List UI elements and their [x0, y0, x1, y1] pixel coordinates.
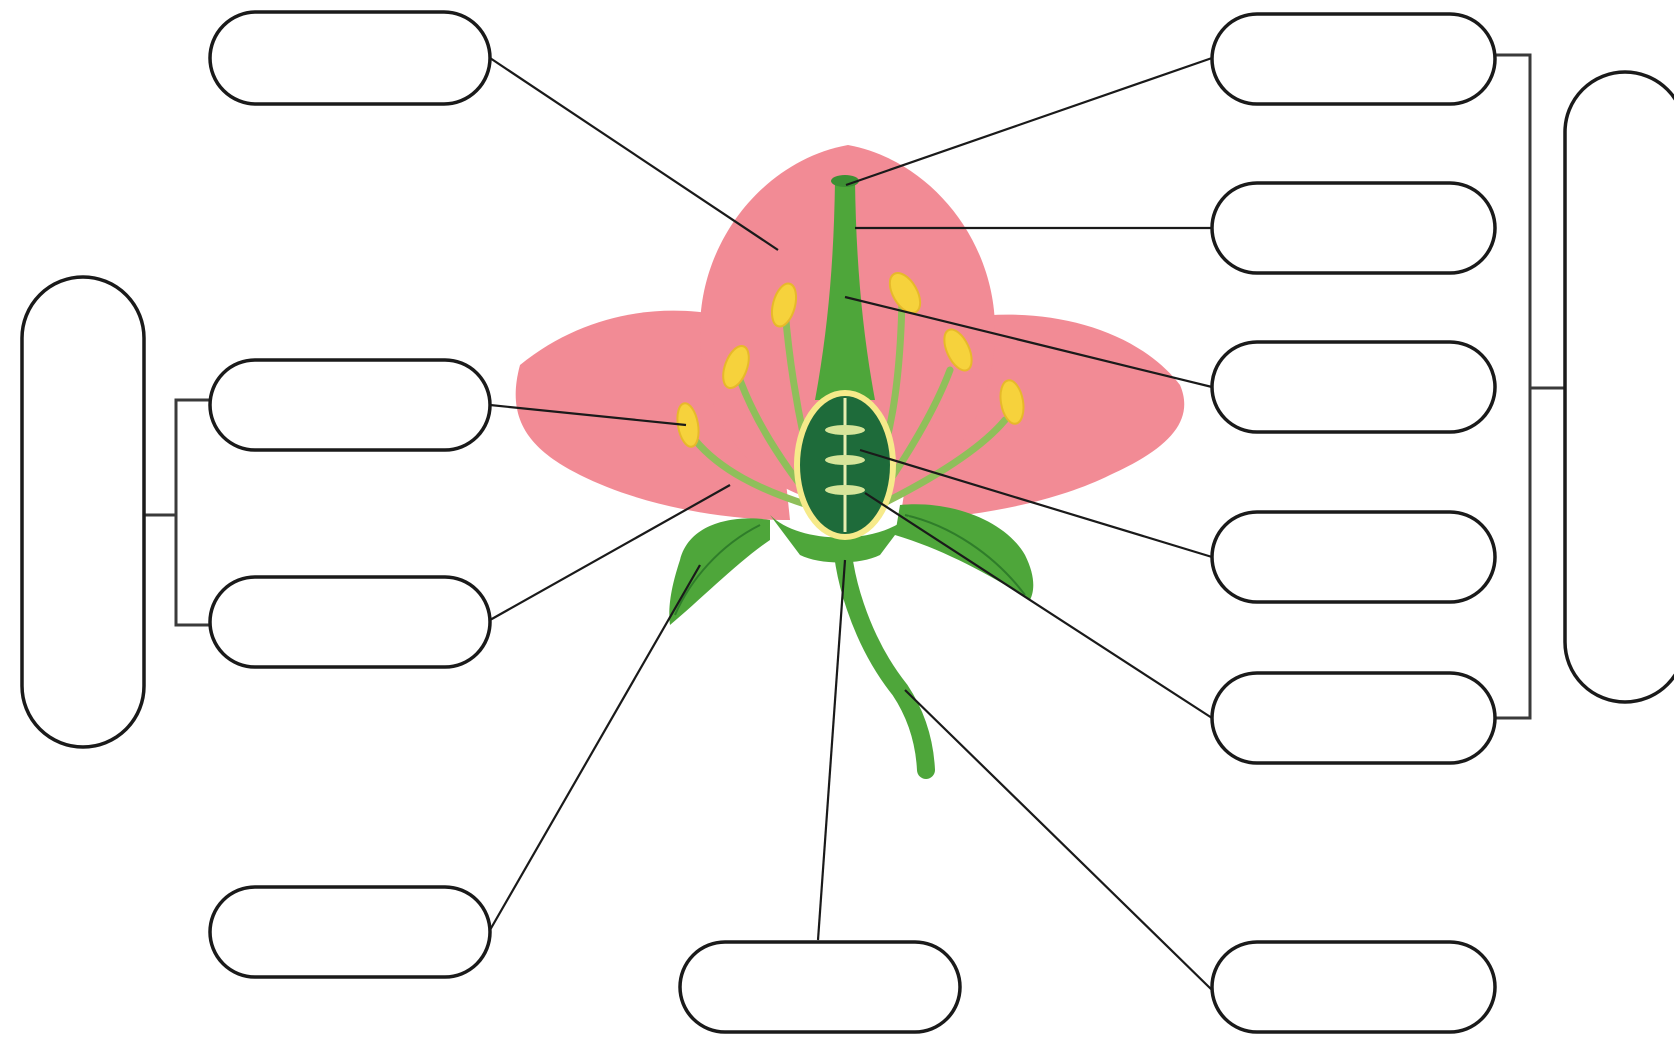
label-box-stigma[interactable] [1212, 14, 1495, 104]
stamen-bracket [176, 400, 210, 625]
label-box-style[interactable] [1212, 183, 1495, 273]
label-box-stem[interactable] [1212, 942, 1495, 1032]
label-anther[interactable] [210, 360, 490, 450]
label-stem[interactable] [1212, 942, 1495, 1032]
pistil-bracket [1495, 55, 1530, 718]
label-box-pedicel[interactable] [680, 942, 960, 1032]
leader-pedicel [818, 560, 845, 940]
label-box-ovary[interactable] [1212, 342, 1495, 432]
label-box-anther[interactable] [210, 360, 490, 450]
leader-petal [490, 58, 778, 250]
ovule [825, 425, 865, 435]
label-box-pistil-group[interactable] [1565, 72, 1674, 702]
ovule [825, 485, 865, 495]
label-box-ovule[interactable] [1212, 512, 1495, 602]
flower-illustration [516, 145, 1185, 770]
label-box-stamen-group[interactable] [22, 277, 144, 747]
flower-stem [842, 530, 926, 770]
leader-sepal [490, 565, 700, 930]
ovule [825, 455, 865, 465]
label-stigma[interactable] [1212, 14, 1495, 104]
label-filament[interactable] [210, 577, 490, 667]
label-box-sepal[interactable] [210, 887, 490, 977]
label-box-receptacle[interactable] [1212, 673, 1495, 763]
leader-receptacle [865, 493, 1212, 718]
label-box-filament[interactable] [210, 577, 490, 667]
leader-stem [905, 690, 1212, 990]
label-pistil-group[interactable] [1565, 72, 1674, 702]
label-ovule[interactable] [1212, 512, 1495, 602]
label-petal[interactable] [210, 12, 490, 104]
sepal-left [669, 518, 770, 625]
label-ovary[interactable] [1212, 342, 1495, 432]
label-receptacle[interactable] [1212, 673, 1495, 763]
label-pedicel[interactable] [680, 942, 960, 1032]
label-style[interactable] [1212, 183, 1495, 273]
leader-stigma [846, 58, 1212, 185]
label-stamen-group[interactable] [22, 277, 144, 747]
label-sepal[interactable] [210, 887, 490, 977]
label-box-petal[interactable] [210, 12, 490, 104]
